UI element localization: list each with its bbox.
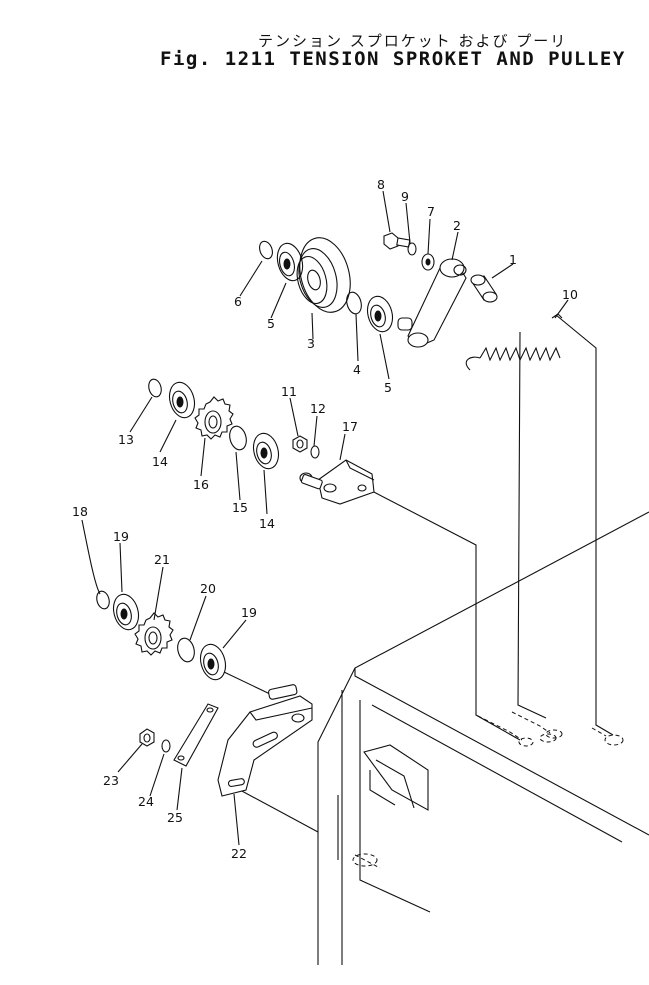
callout-11: 11 <box>281 384 297 399</box>
callout-13: 13 <box>118 432 134 447</box>
callout-3: 3 <box>307 336 315 351</box>
nut-11 <box>292 435 308 453</box>
washer-7 <box>421 253 435 271</box>
figure-title: Fig. 1211 TENSION SPROKET AND PULLEY <box>160 48 626 70</box>
snap-ring-15 <box>229 425 247 451</box>
callout-18: 18 <box>72 504 88 519</box>
callout-16: 16 <box>193 477 209 492</box>
mounting-stub-2 <box>511 711 563 743</box>
figure-title-japanese: テンション スプロケット および プーリ <box>258 32 568 50</box>
bearing-19-left <box>112 593 140 631</box>
plate-25 <box>173 703 219 767</box>
bracket-22 <box>217 684 313 797</box>
pulley <box>296 237 351 313</box>
tension-arm <box>397 258 467 348</box>
bearing-19-right <box>199 643 227 681</box>
callout-leaders <box>81 190 569 846</box>
callout-22: 22 <box>231 846 247 861</box>
snap-ring-4 <box>346 291 362 315</box>
snap-ring-6 <box>259 240 273 260</box>
callout-17: 17 <box>342 419 358 434</box>
sprocket-16 <box>194 396 234 440</box>
bolt-8 <box>383 232 411 250</box>
callout-10: 10 <box>562 287 578 302</box>
callout-20: 20 <box>200 581 216 596</box>
lock-washer-12 <box>310 445 320 459</box>
snap-ring-13 <box>148 378 162 398</box>
callout-19-left: 19 <box>113 529 129 544</box>
callout-1: 1 <box>509 252 517 267</box>
callout-9: 9 <box>401 189 409 204</box>
callout-5-upper: 5 <box>267 316 275 331</box>
bearing-5-upper <box>276 242 304 282</box>
snap-ring-20 <box>177 637 195 663</box>
callout-14-right: 14 <box>259 516 275 531</box>
callout-12: 12 <box>310 401 326 416</box>
bearing-14-left <box>168 381 196 419</box>
bracket-17 <box>299 459 375 505</box>
callout-23: 23 <box>103 773 119 788</box>
assembly-lines <box>239 314 624 833</box>
callout-15: 15 <box>232 500 248 515</box>
callout-24: 24 <box>138 794 154 809</box>
callout-19-right: 19 <box>241 605 257 620</box>
mounting-stub-1 <box>477 715 534 747</box>
callout-2: 2 <box>453 218 461 233</box>
machine-housing <box>317 511 649 965</box>
bushing-1 <box>470 274 498 303</box>
callout-8: 8 <box>377 177 385 192</box>
callout-numbers: 1 2 3 4 5 5 6 7 8 9 10 11 12 13 14 14 15… <box>72 177 578 861</box>
snap-ring-18 <box>96 590 110 610</box>
shaft-to-bracket <box>223 671 271 695</box>
callout-14-left: 14 <box>152 454 168 469</box>
callout-4: 4 <box>353 362 361 377</box>
mounting-stub-3 <box>591 727 624 746</box>
callout-5-lower: 5 <box>384 380 392 395</box>
lock-washer-24 <box>161 739 171 753</box>
callout-25: 25 <box>167 810 183 825</box>
bearing-14-right <box>252 432 280 470</box>
callout-7: 7 <box>427 204 435 219</box>
bearing-5-lower <box>366 295 394 333</box>
nut-23 <box>139 728 155 747</box>
callout-21: 21 <box>154 552 170 567</box>
lock-washer-9 <box>407 242 417 256</box>
callout-6: 6 <box>234 294 242 309</box>
sprocket-21 <box>134 612 174 656</box>
tension-spring <box>465 313 563 371</box>
